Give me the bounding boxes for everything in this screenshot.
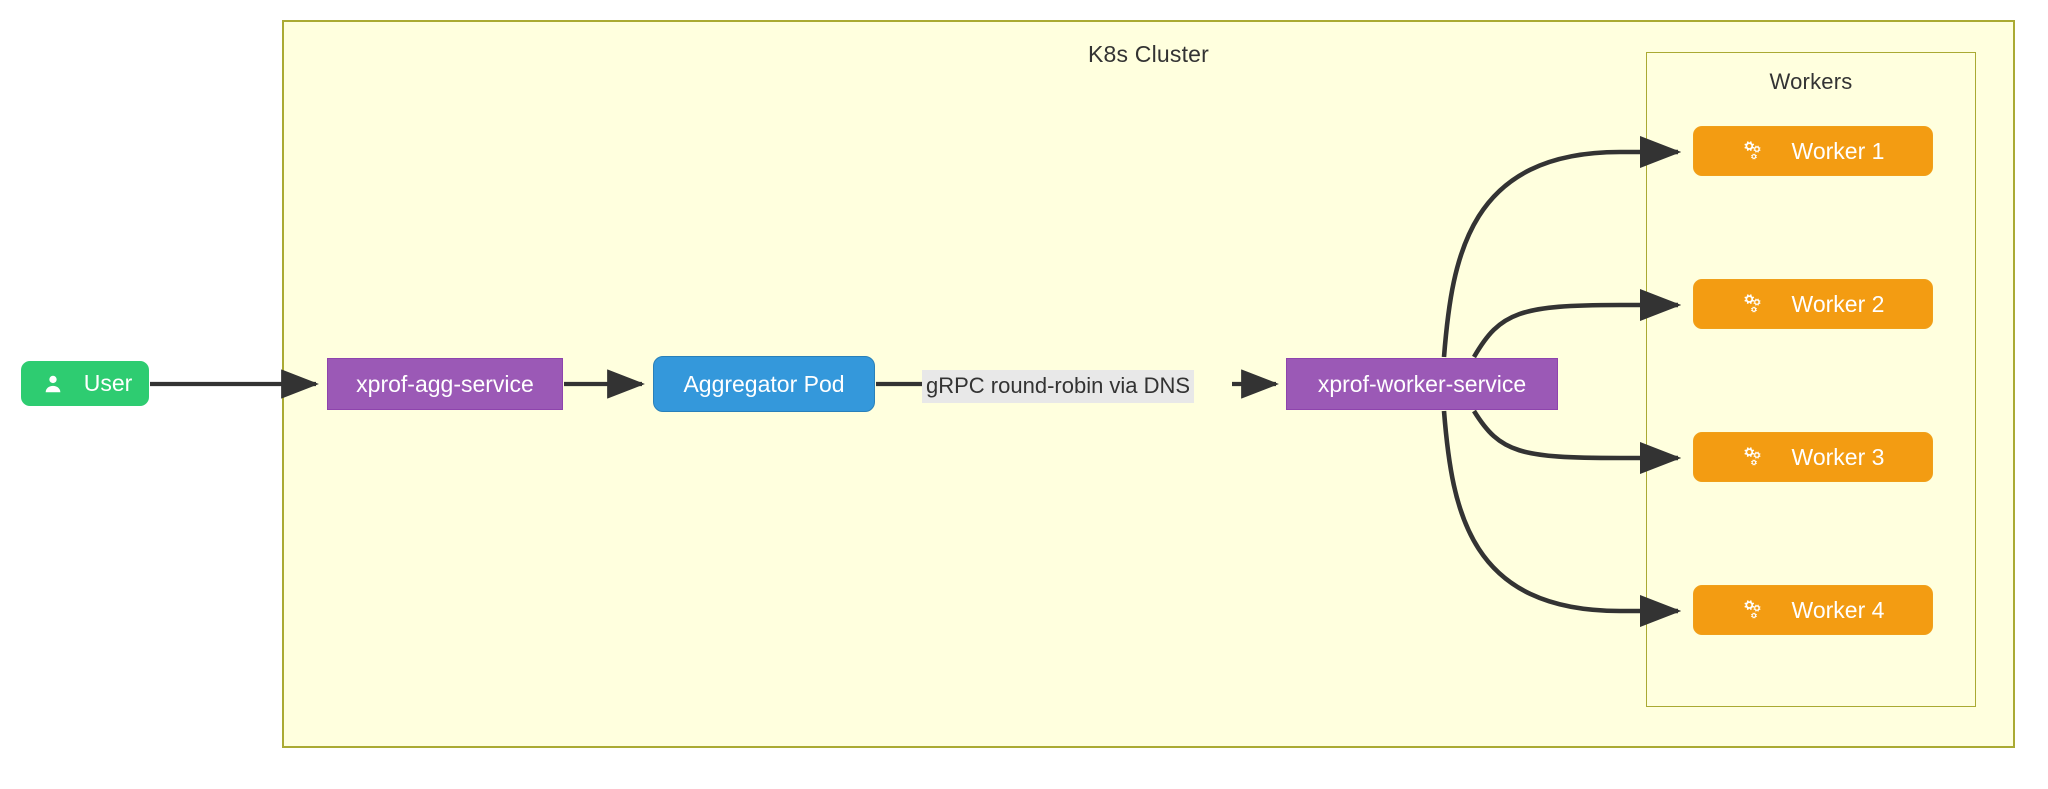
cluster-k8s-title: K8s Cluster: [1087, 41, 1210, 67]
node-worker-4[interactable]: Worker 4: [1693, 585, 1933, 635]
node-worker-2-label: Worker 2: [1791, 290, 1885, 317]
node-user-label: User: [83, 370, 133, 396]
node-worker-2[interactable]: Worker 2: [1693, 279, 1933, 329]
node-xprof-agg-service[interactable]: xprof-agg-service: [327, 358, 563, 410]
cogs-icon: [1743, 446, 1770, 468]
user-icon: [42, 373, 64, 395]
node-xprof-agg-service-label: xprof-agg-service: [356, 370, 534, 397]
cogs-icon: [1743, 293, 1770, 315]
node-user[interactable]: User: [21, 361, 149, 406]
node-aggregator-pod[interactable]: Aggregator Pod: [653, 356, 875, 412]
edge-label-grpc-round-robin: gRPC round-robin via DNS: [922, 370, 1195, 403]
node-worker-1[interactable]: Worker 1: [1693, 126, 1933, 176]
cluster-workers-title: Workers: [1769, 69, 1853, 94]
node-worker-4-label: Worker 4: [1791, 596, 1885, 623]
node-aggregator-pod-label: Aggregator Pod: [683, 370, 845, 397]
node-worker-3[interactable]: Worker 3: [1693, 432, 1933, 482]
cogs-icon: [1743, 599, 1770, 621]
node-xprof-worker-service[interactable]: xprof-worker-service: [1286, 358, 1558, 410]
cogs-icon: [1743, 140, 1770, 162]
node-worker-1-label: Worker 1: [1791, 137, 1885, 164]
node-xprof-worker-service-label: xprof-worker-service: [1317, 370, 1527, 397]
node-worker-3-label: Worker 3: [1791, 443, 1885, 470]
